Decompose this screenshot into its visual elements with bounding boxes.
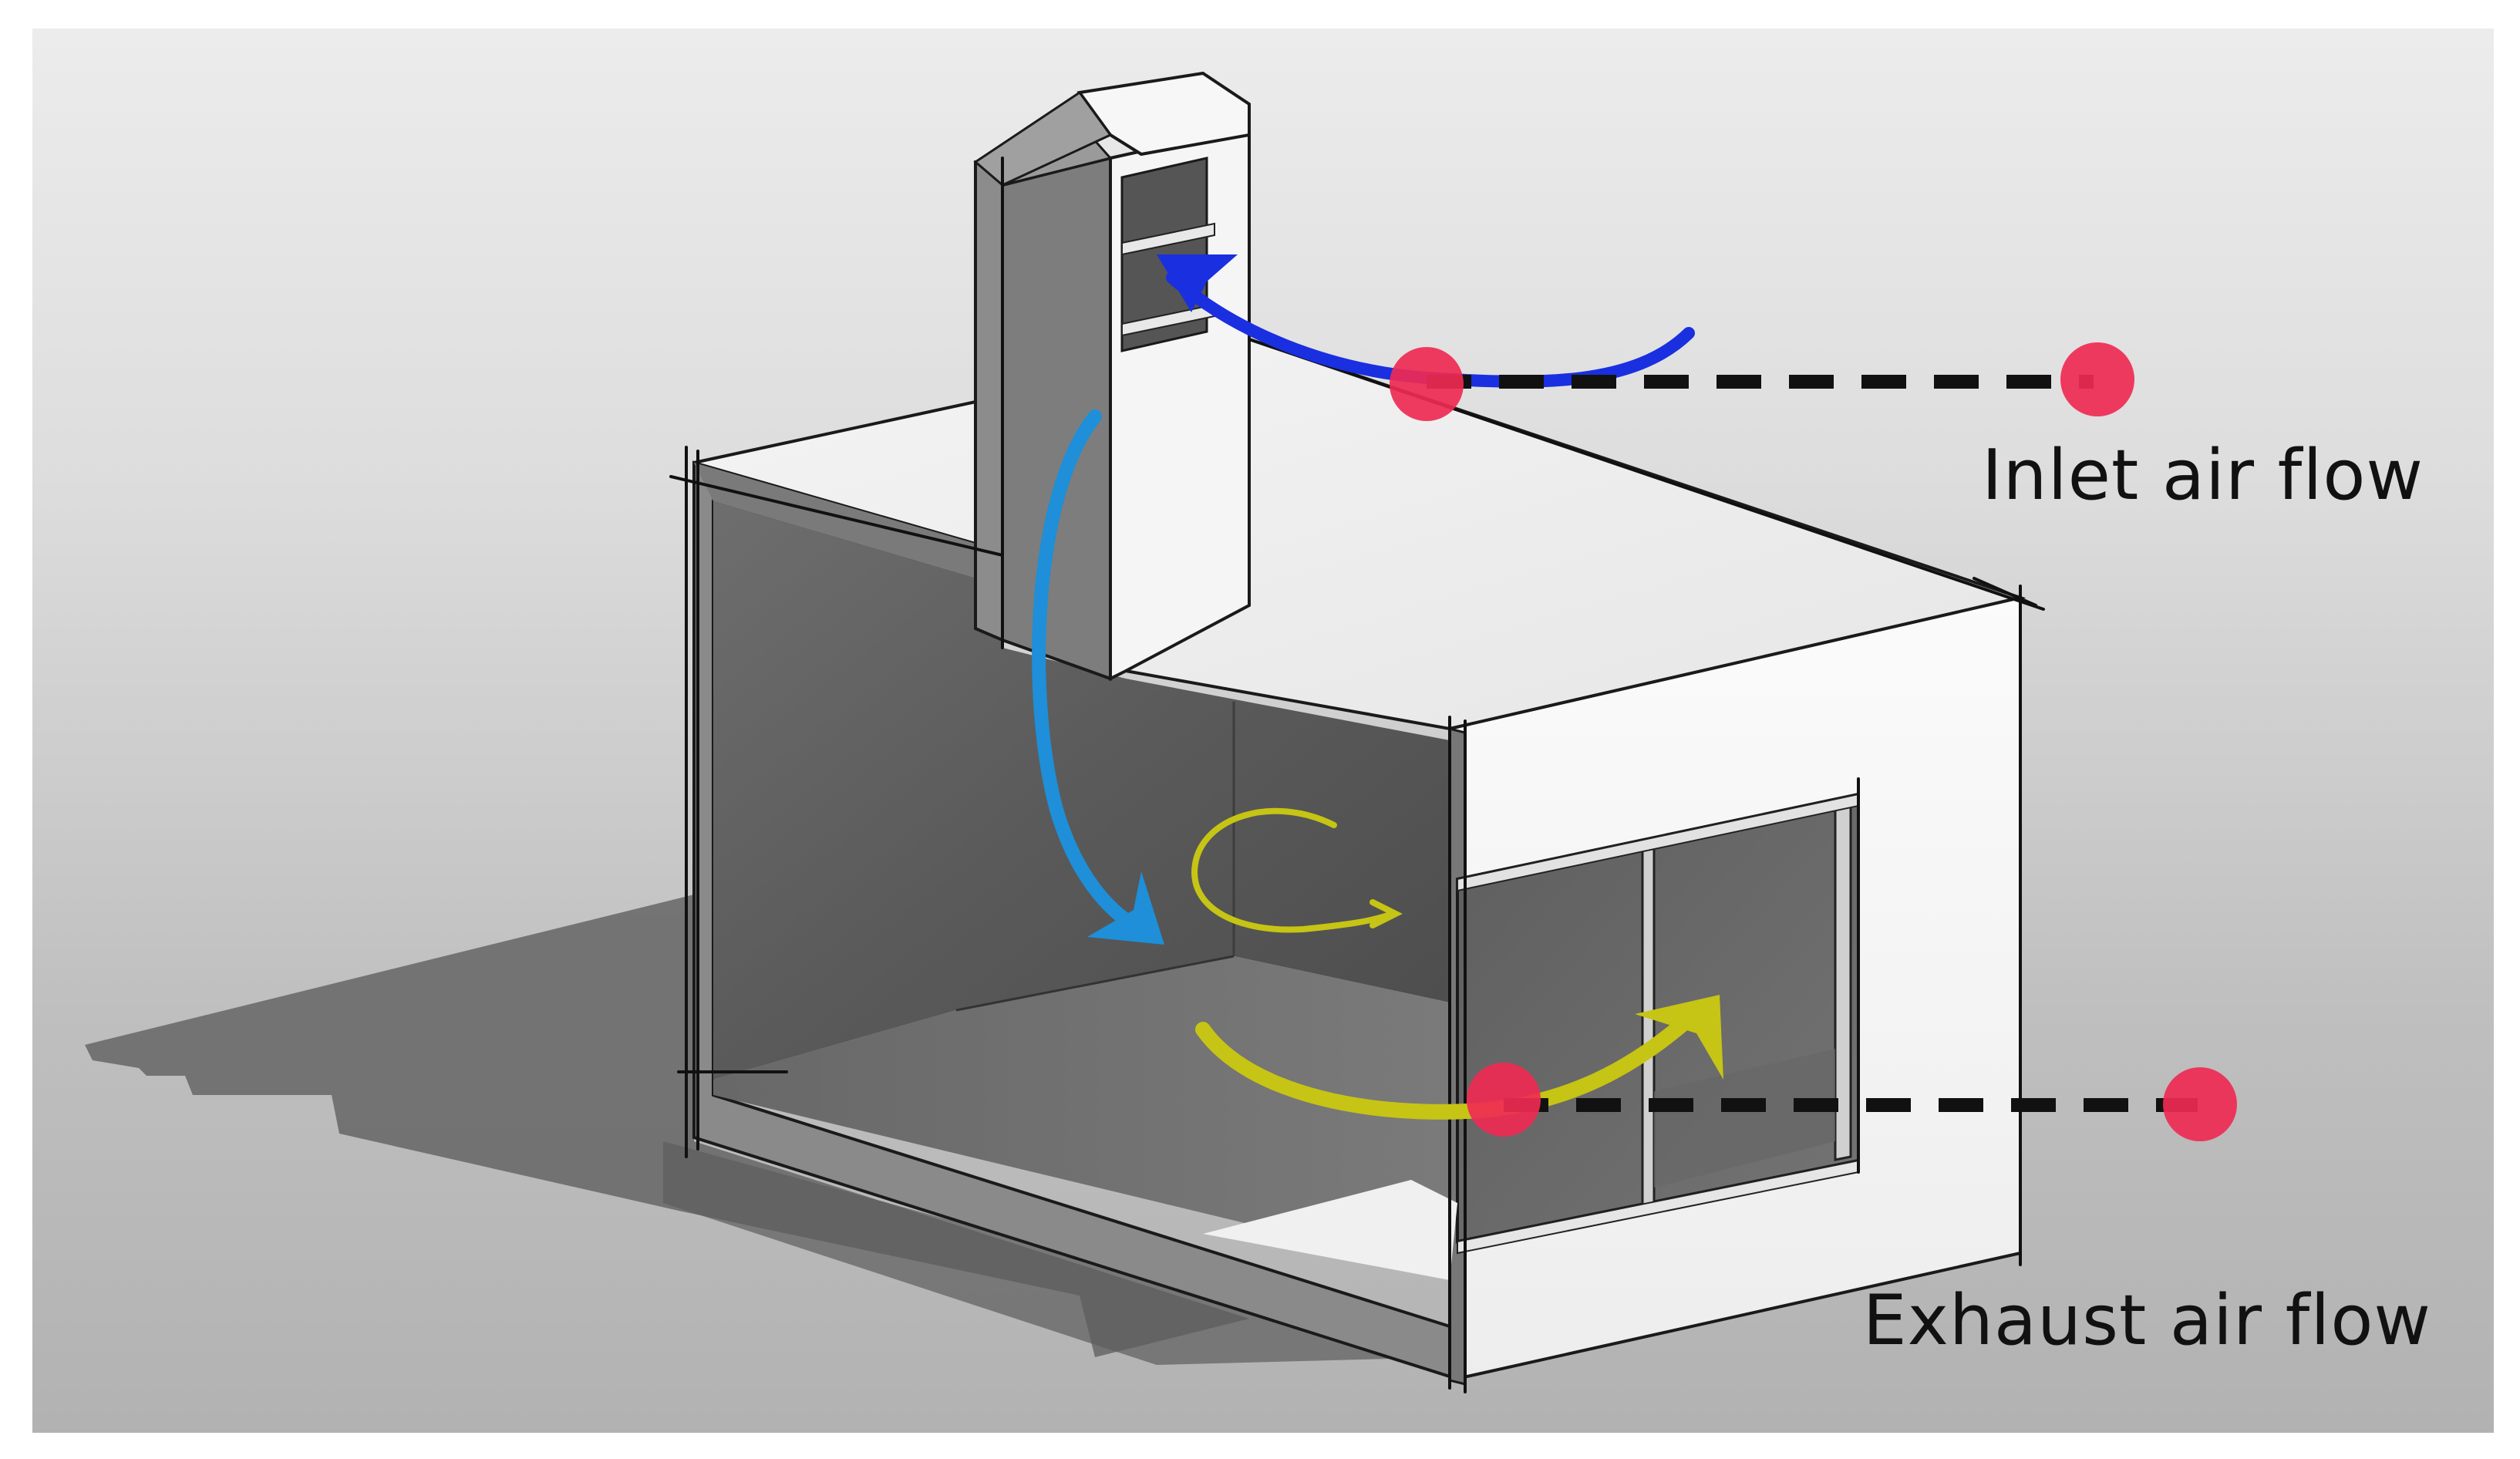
exhaust-arrow-head [1635, 995, 1723, 1080]
exhaust-marker-start [1467, 1063, 1541, 1137]
inlet-shaft-side [974, 156, 1004, 643]
inlet-marker-end [2060, 342, 2134, 416]
exhaust-marker-end [2163, 1067, 2237, 1141]
exhaust-air-flow-label: Exhaust air flow [1862, 1280, 2431, 1361]
downdraft-arrow [1032, 409, 1148, 936]
interior-floor [713, 956, 1450, 1272]
downdraft-arrow-head [1087, 871, 1164, 945]
inlet-marker-start [1390, 347, 1464, 421]
inlet-air-flow-label: Inlet air flow [1982, 435, 2424, 516]
inlet-arrow-head [1157, 254, 1238, 312]
interior-back-wall [713, 501, 1450, 1080]
circulation-swirl [1191, 807, 1395, 933]
